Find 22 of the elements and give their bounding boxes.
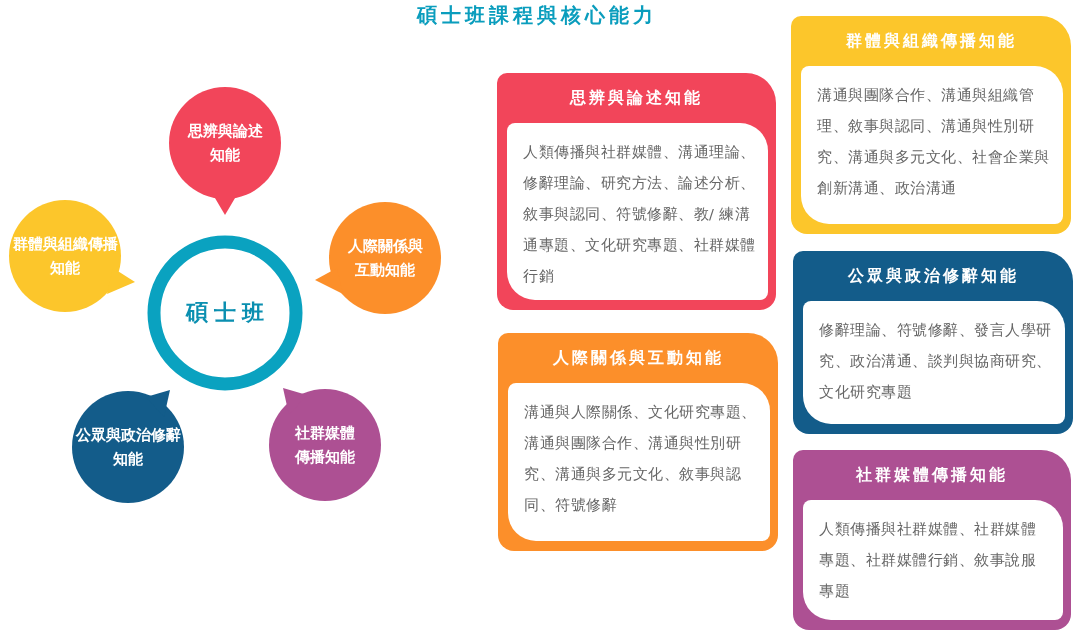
- bubble-label: 思辨與論述知能: [186, 121, 264, 166]
- card-text: 修辭理論、符號修辭、發言人學研究、政治溝通、談判與協商研究、文化研究專題: [819, 321, 1053, 402]
- card: [793, 251, 1073, 434]
- center-label: 碩士班: [184, 299, 271, 327]
- card-text: 人類傳播與社群媒體、社群媒體專題、社群媒體行銷、敘事說服專題: [819, 520, 1037, 601]
- card: [498, 333, 778, 551]
- card: [793, 450, 1071, 630]
- card-text: 溝通與人際關係、文化研究專題、溝通與團隊合作、溝通與性別研究、溝通與多元文化、敘事與認同、符號修辭: [524, 403, 758, 515]
- card: [791, 16, 1071, 234]
- title: 碩士班課程與核心能力: [415, 2, 658, 29]
- card-heading: 人際關係與互動知能: [551, 348, 725, 369]
- bubble-label: 社群媒體傳播知能: [293, 423, 356, 468]
- card-heading: 社群媒體傳播知能: [855, 465, 1009, 486]
- bubble-label: 群體與組織傳播知能: [11, 234, 119, 279]
- card: [497, 73, 776, 310]
- bubble-label: 人際關係與互動知能: [346, 236, 424, 281]
- card-text: 人類傳播與社群媒體、溝通理論、修辭理論、研究方法、論述分析、敘事與認同、符號修辭、教/ 練溝通專題、文化研究專題、社群媒體行銷: [523, 143, 756, 286]
- card-heading: 思辨與論述知能: [568, 88, 704, 109]
- card-heading: 群體與組織傳播知能: [844, 31, 1018, 52]
- bubble-label: 公眾與政治修辭知能: [74, 425, 182, 470]
- card-heading: 公眾與政治修辭知能: [846, 266, 1020, 287]
- card-text: 溝通與團隊合作、溝通與組織管理、敘事與認同、溝通與性別研究、溝通與多元文化、社會企業與創新溝通、政治溝通: [817, 86, 1051, 198]
